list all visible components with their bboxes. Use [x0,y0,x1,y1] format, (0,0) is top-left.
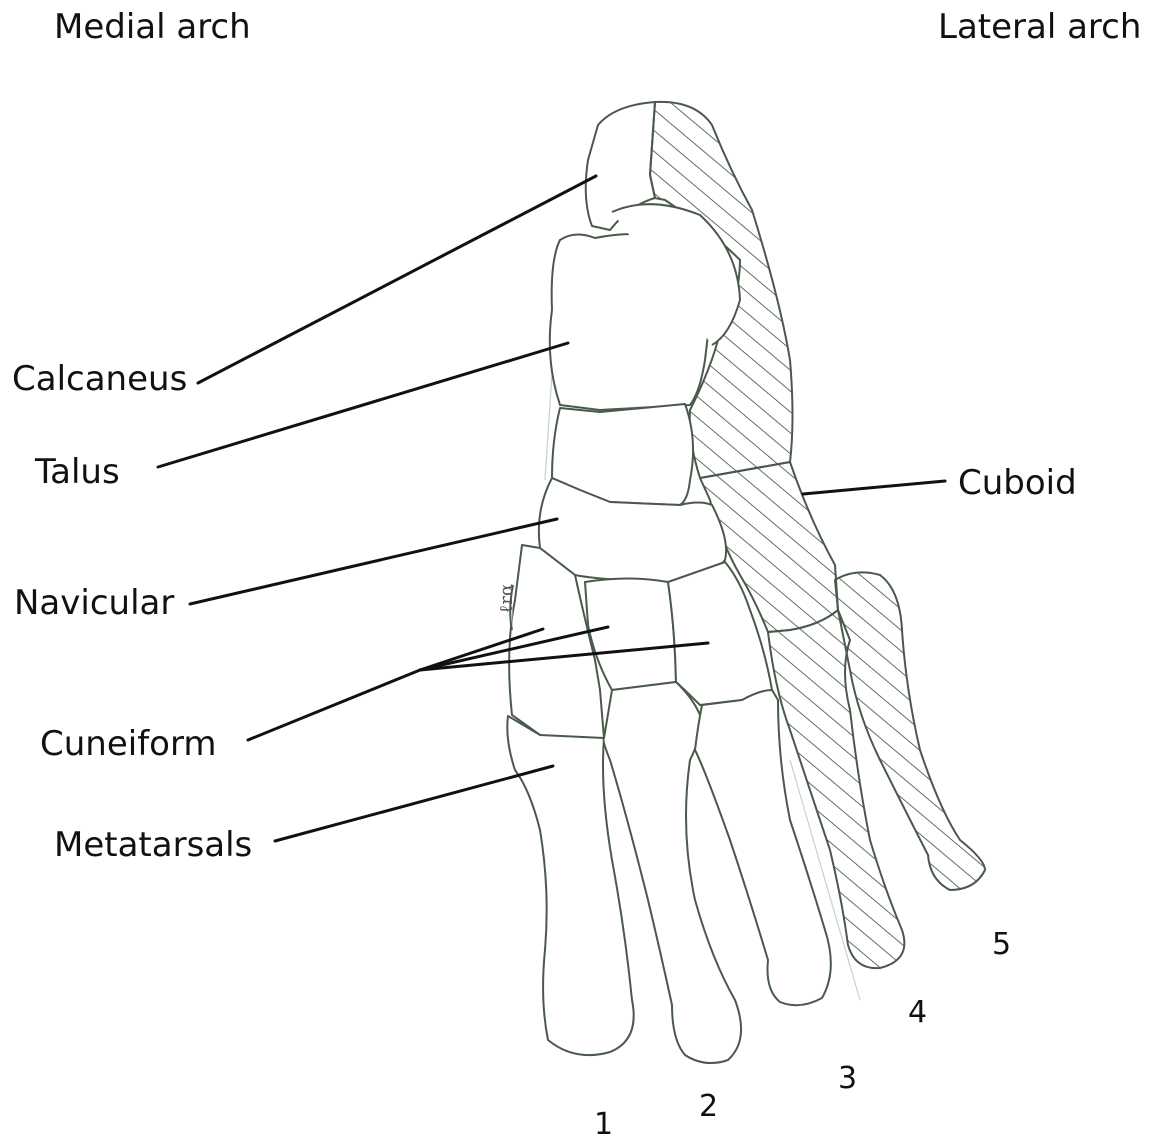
label-metatarsals: Metatarsals [54,828,252,862]
toe-number-1: 1 [594,1110,613,1140]
label-navicular: Navicular [14,586,174,620]
toe-number-2: 2 [699,1092,718,1122]
handwritten-annotation: ℓrα [496,584,517,613]
lateral-arch-heading: Lateral arch [938,10,1141,44]
toe-number-3: 3 [838,1064,857,1094]
medial-arch-heading: Medial arch [54,10,251,44]
label-calcaneus: Calcaneus [12,362,187,396]
cuneiform-intermediate [585,579,676,691]
label-cuboid: Cuboid [958,466,1077,500]
leader-metatarsals [275,766,553,841]
label-talus: Talus [35,455,120,489]
leader-cuboid [803,481,945,494]
leader-talus [158,343,568,467]
toe-number-5: 5 [992,930,1011,960]
leader-cuneiform-1 [248,670,420,740]
toe-number-4: 4 [908,998,927,1028]
label-cuneiform: Cuneiform [40,727,216,761]
